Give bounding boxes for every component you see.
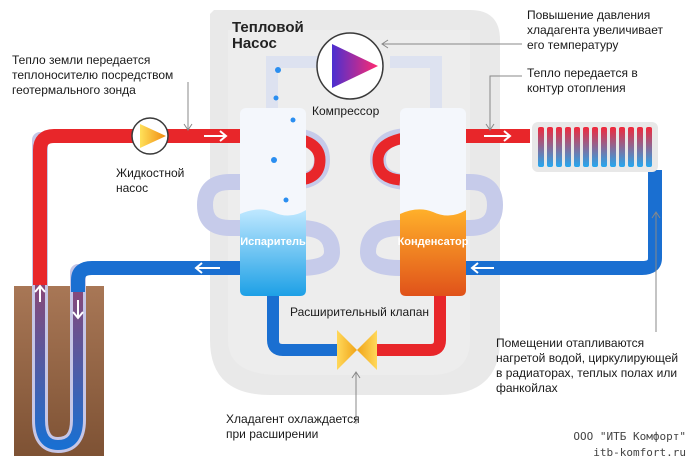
valve-note: Хладагент охлаждается при расширении (226, 412, 360, 441)
radiator-fin (547, 127, 553, 167)
bubbles (271, 67, 296, 203)
primary-loop-hot-pipe (33, 129, 300, 285)
heat-pump-title: Тепловой Насос (232, 19, 304, 52)
radiator-fin (637, 127, 643, 167)
radiator-fin (574, 127, 580, 167)
expansion-loop-cold (267, 296, 345, 356)
heating-circuit-return-pipe (410, 170, 662, 275)
condenser-label: Конденсатор (397, 236, 469, 248)
radiator-fin (610, 127, 616, 167)
credit-site: itb-komfort.ru (593, 446, 686, 459)
ground-block (14, 286, 104, 456)
liquid-pump (131, 117, 169, 155)
radiator-fin (628, 127, 634, 167)
compressor (316, 32, 384, 100)
radiator-fin (556, 127, 562, 167)
radiator-fin (583, 127, 589, 167)
condenser-tank (400, 108, 466, 296)
valve-label: Расширительный клапан (290, 305, 430, 319)
evaporator-label: Испаритель (240, 236, 306, 248)
radiator-fin (538, 127, 544, 167)
radiator-fin (646, 127, 652, 167)
compressor-note: Повышение давления хладагента увеличивае… (527, 8, 663, 52)
ground-heat-label: Тепло земли передается теплоносителю пос… (12, 53, 174, 97)
credit-company: ООО "ИТБ Комфорт" (573, 430, 686, 443)
radiator-fin (601, 127, 607, 167)
compressor-label: Компрессор (312, 104, 380, 118)
callout-lines (183, 39, 661, 424)
radiator (532, 122, 658, 172)
primary-loop-cold-pipe (71, 261, 300, 292)
evaporator-tank (240, 108, 306, 296)
expansion-loop-hot (370, 296, 446, 356)
radiator-fin (565, 127, 571, 167)
flow-arrows (34, 130, 512, 320)
radiator-fin (619, 127, 625, 167)
pump-label: Жидкостной насос (116, 166, 185, 195)
radiator-fin (592, 127, 598, 167)
heat-transfer-label: Тепло передается в контур отопления (527, 66, 638, 95)
rooms-note: Помещении отапливаются нагретой водой, ц… (496, 336, 679, 395)
expansion-valve (337, 330, 377, 370)
